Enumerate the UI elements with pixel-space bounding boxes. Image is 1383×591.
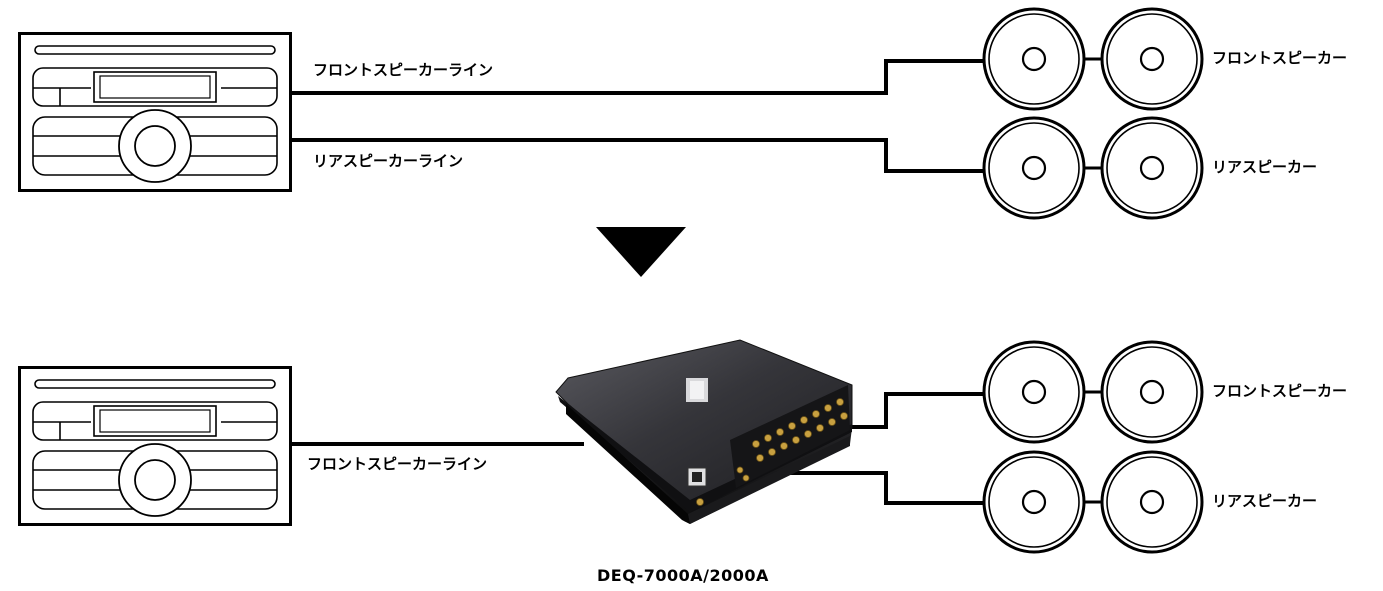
rear-output-line-after bbox=[765, 471, 985, 505]
rear-speaker-label-before: リアスピーカー bbox=[1212, 158, 1317, 176]
front-output-line-after bbox=[848, 392, 985, 429]
head-unit-before bbox=[18, 32, 292, 192]
processor-unit bbox=[555, 339, 853, 524]
front-speaker-right-after bbox=[1100, 340, 1204, 444]
processor-model-label: DEQ-7000A/2000A bbox=[597, 566, 769, 585]
down-triangle-icon bbox=[596, 227, 686, 277]
rear-speaker-line-before bbox=[292, 138, 985, 173]
rear-speaker-label-after: リアスピーカー bbox=[1212, 492, 1317, 510]
rear-speaker-left-after bbox=[982, 450, 1086, 554]
front-speaker-left-before bbox=[982, 7, 1086, 111]
front-speaker-left-after bbox=[982, 340, 1086, 444]
front-line-label-after: フロントスピーカーライン bbox=[307, 455, 487, 473]
rear-speaker-left-before bbox=[982, 116, 1086, 220]
rear-line-label-before: リアスピーカーライン bbox=[313, 152, 463, 170]
front-speaker-label-after: フロントスピーカー bbox=[1212, 382, 1347, 400]
rear-speaker-right-after bbox=[1100, 450, 1204, 554]
front-speaker-line-before bbox=[292, 59, 985, 95]
front-speaker-label-before: フロントスピーカー bbox=[1212, 49, 1347, 67]
head-unit-after bbox=[18, 366, 292, 526]
front-line-label-before: フロントスピーカーライン bbox=[313, 61, 493, 79]
rear-speaker-right-before bbox=[1100, 116, 1204, 220]
front-speaker-right-before bbox=[1100, 7, 1204, 111]
